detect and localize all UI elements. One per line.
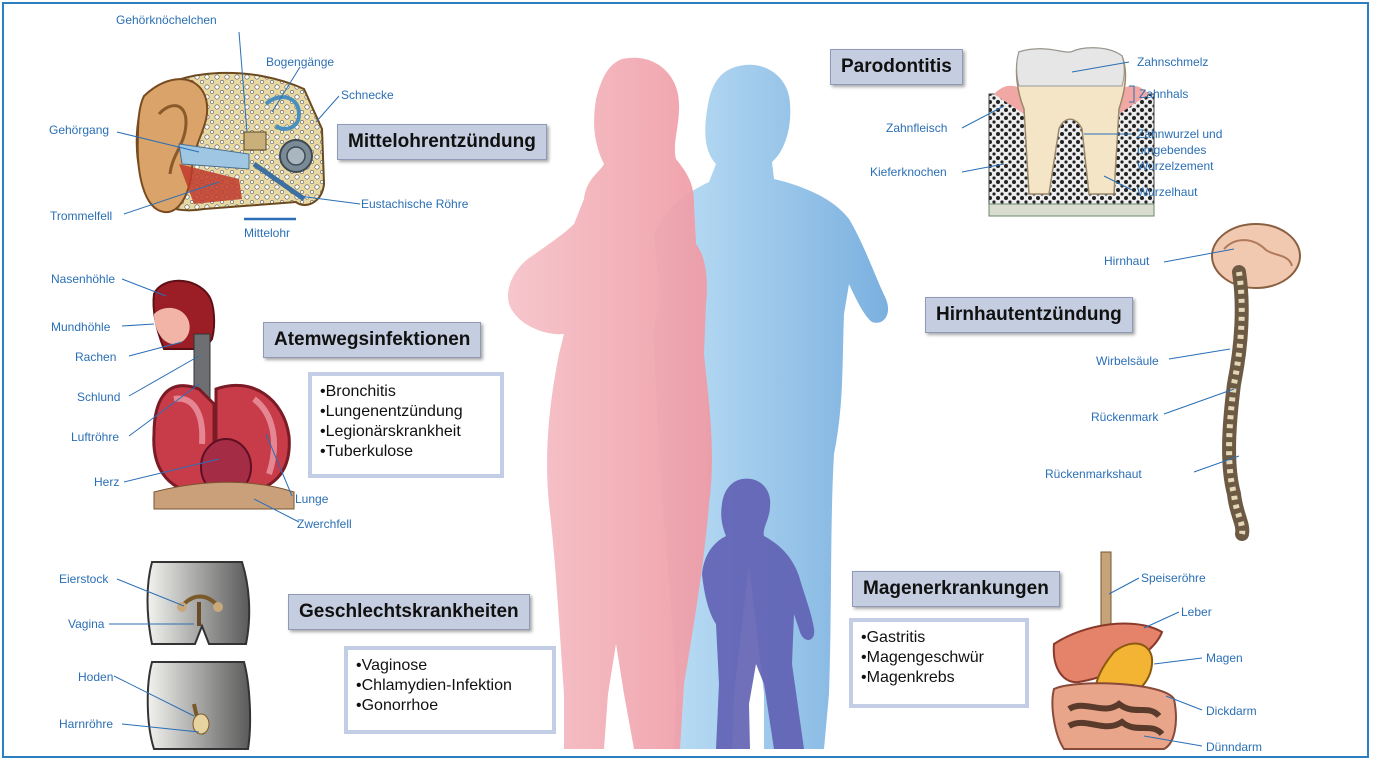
label-ossicles: Gehörknöchelchen [116, 13, 217, 27]
digestive-leader-lines [1108, 577, 1203, 747]
list-item: Vaginose [356, 656, 544, 676]
respiratory-illustration [152, 279, 295, 510]
illustration-canvas [109, 31, 1301, 750]
tooth-illustration [988, 47, 1155, 217]
genital-leader-lines [109, 578, 200, 733]
label-root-skin: Wurzelhaut [1137, 185, 1198, 199]
woman-silhouette [508, 57, 712, 750]
label-vagina: Vagina [68, 617, 105, 631]
label-trachea: Luftröhre [71, 430, 120, 444]
list-item: Lungenentzündung [320, 402, 492, 422]
genital-disease-list: Vaginose Chlamydien-Infektion Gonorrhoe [344, 646, 556, 734]
label-gum: Zahnfleisch [886, 121, 948, 135]
title-brain: Hirnhautentzündung [925, 297, 1133, 333]
title-respiratory: Atemwegsinfektionen [263, 322, 482, 358]
ear-leader-lines [116, 31, 361, 221]
label-ear-canal: Gehörgang [49, 123, 110, 137]
list-item: Tuberkulose [320, 442, 492, 462]
digestive-illustration [1051, 551, 1177, 750]
label-cochlea: Schnecke [341, 88, 394, 102]
list-item: Magengeschwür [861, 648, 1017, 668]
label-ovary: Eierstock [59, 572, 109, 586]
label-oral: Mundhöhle [51, 320, 111, 334]
label-spine: Wirbelsäule [1096, 354, 1159, 368]
label-meninges: Hirnhaut [1104, 254, 1150, 268]
title-stomach: Magenerkrankungen [852, 571, 1060, 607]
list-item: Legionärskrankheit [320, 422, 492, 442]
label-stomach: Magen [1206, 651, 1243, 665]
label-cord-skin: Rückenmarkshaut [1045, 467, 1142, 481]
label-canals: Bogengänge [266, 55, 335, 69]
list-item: Chlamydien-Infektion [356, 676, 544, 696]
ear-illustration [135, 71, 326, 214]
label-enamel: Zahnschmelz [1137, 55, 1209, 69]
label-eustachian: Eustachische Röhre [361, 197, 469, 211]
label-middle-ear: Mittelohr [244, 226, 291, 240]
label-liver: Leber [1181, 605, 1212, 619]
label-heart: Herz [94, 475, 120, 489]
male-pelvis-illustration [146, 661, 252, 750]
title-genital: Geschlechtskrankheiten [288, 594, 530, 630]
label-gullet: Schlund [77, 390, 121, 404]
list-item: Gastritis [861, 628, 1017, 648]
stomach-disease-list: Gastritis Magengeschwür Magenkrebs [849, 618, 1029, 708]
label-testes: Hoden [78, 670, 114, 684]
label-nasal: Nasenhöhle [51, 272, 116, 286]
label-throat: Rachen [75, 350, 117, 364]
title-tooth: Parodontitis [830, 49, 963, 85]
label-root-2: umgebendes [1137, 143, 1207, 157]
respiratory-leader-lines [121, 278, 300, 523]
list-item: Magenkrebs [861, 668, 1017, 688]
label-root-3: Wurzelzement [1137, 159, 1214, 173]
tooth-leader-lines [961, 61, 1135, 191]
title-ear: Mittelohrentzündung [337, 124, 547, 160]
label-cord: Rückenmark [1091, 410, 1159, 424]
label-urethra: Harnröhre [59, 717, 114, 731]
label-colon: Dickdarm [1206, 704, 1257, 718]
label-diaphragm: Zwerchfell [297, 517, 352, 531]
list-item: Bronchitis [320, 382, 492, 402]
label-neck: Zahnhals [1139, 87, 1189, 101]
respiratory-disease-list: Bronchitis Lungenentzündung Legionärskra… [308, 372, 504, 478]
label-small-intestine: Dünndarm [1206, 740, 1263, 754]
brain-spine-illustration [1211, 223, 1301, 541]
list-item: Gonorrhoe [356, 696, 544, 716]
female-pelvis-illustration [146, 561, 251, 645]
label-esophagus: Speiseröhre [1141, 571, 1206, 585]
label-jaw: Kieferknochen [870, 165, 947, 179]
label-root-1: Zahnwurzel und [1137, 127, 1223, 141]
brain-leader-lines [1163, 248, 1240, 473]
child-silhouette [702, 478, 815, 749]
label-lung: Lunge [295, 492, 329, 506]
label-eardrum: Trommelfell [50, 209, 113, 223]
